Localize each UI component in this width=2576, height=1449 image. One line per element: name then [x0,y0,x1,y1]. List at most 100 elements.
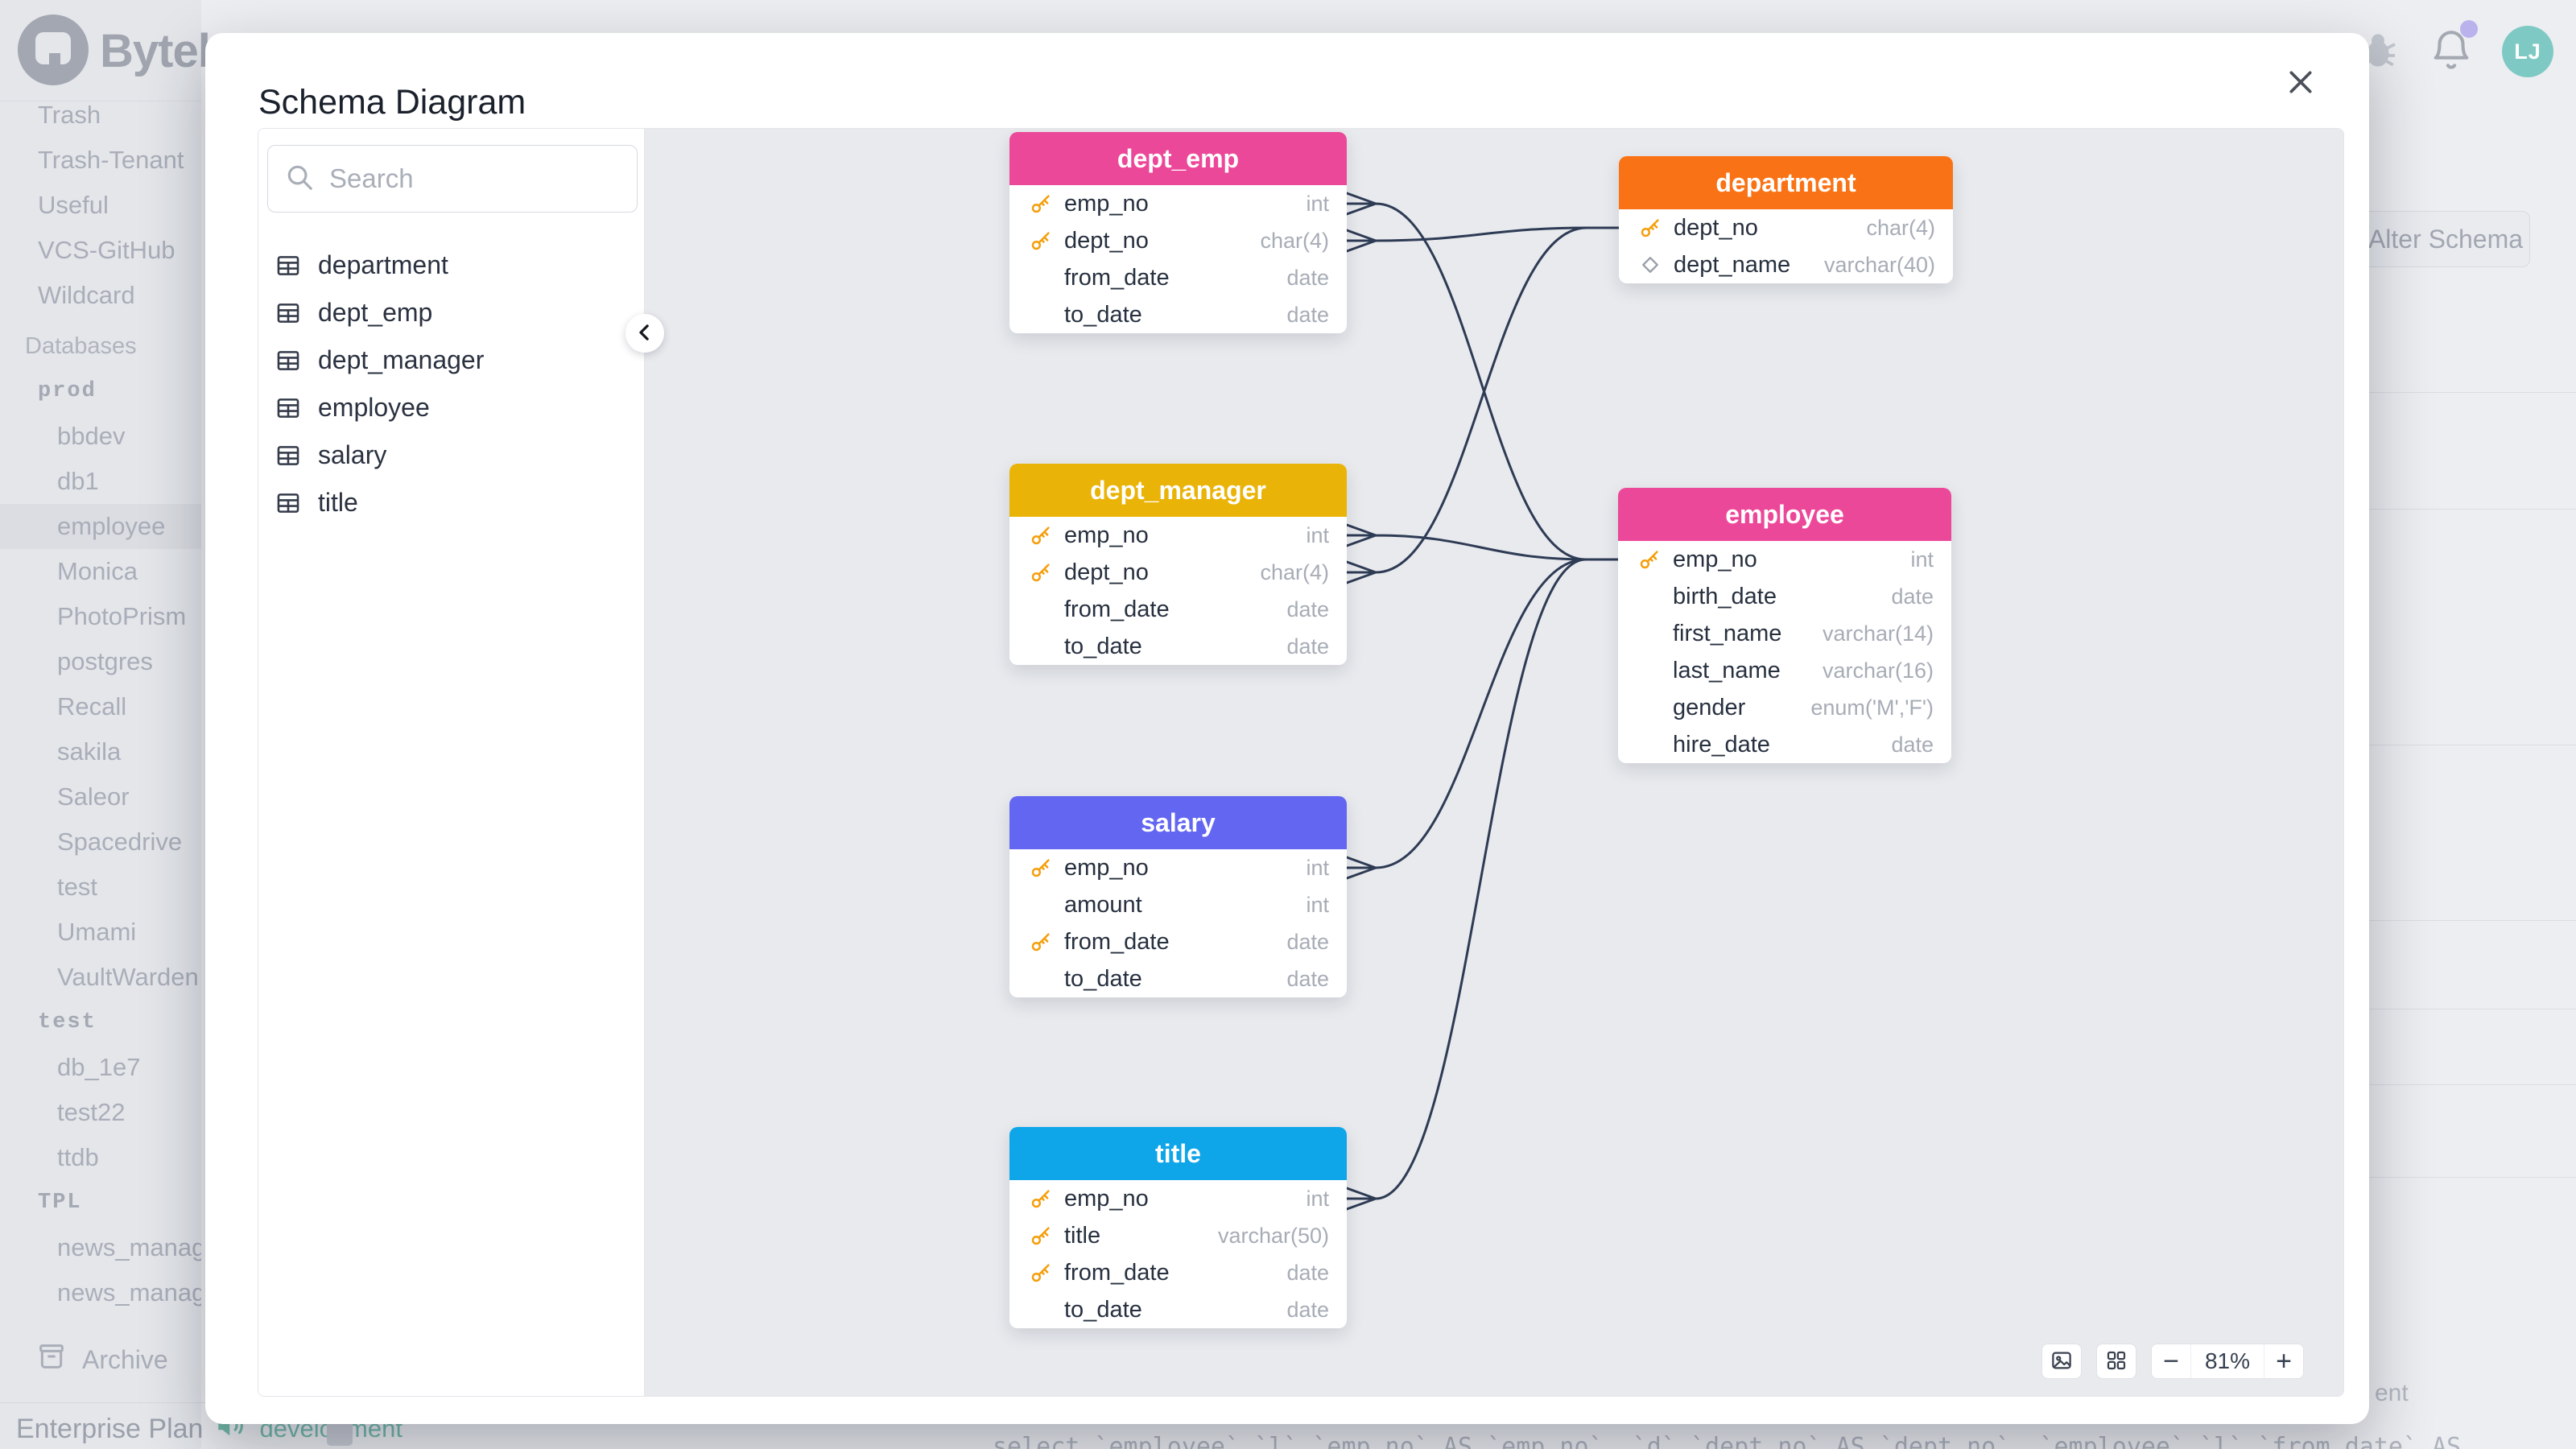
field-name: emp_no [1064,522,1149,548]
sidebar-item-db_1e7[interactable]: db_1e7 [57,1053,141,1081]
field-type: char(4) [1866,215,1935,240]
table-icon [275,299,302,327]
field-name: emp_no [1064,190,1149,217]
field-name: from_date [1064,596,1170,622]
field-spacer [1027,1296,1055,1323]
sidebar-item-postgres[interactable]: postgres [57,647,153,675]
sidebar-item-sakila[interactable]: sakila [57,737,122,766]
auto-layout-button[interactable] [2096,1344,2136,1379]
field-name: title [1064,1222,1101,1249]
sidebar-item-Wildcard[interactable]: Wildcard [38,281,135,309]
schema-diagram-body: departmentdept_empdept_manageremployeesa… [258,128,2344,1397]
table-list-item-salary[interactable]: salary [258,431,645,479]
sidebar-item-test22[interactable]: test22 [57,1098,126,1126]
sidebar [0,0,201,1449]
primary-key-icon [1027,1259,1055,1286]
field-type: date [1286,929,1329,954]
field-name: gender [1673,694,1746,720]
table-list-label: dept_emp [318,298,433,327]
field-name: to_date [1064,633,1142,659]
field-spacer [1636,657,1663,684]
sidebar-item-Useful[interactable]: Useful [38,191,109,219]
field-name: hire_date [1673,731,1770,758]
field-spacer [1027,596,1055,623]
collapse-panel-button[interactable] [625,314,664,353]
sidebar-item-VCS-GitHub[interactable]: VCS-GitHub [38,236,175,264]
field-name: from_date [1064,928,1170,955]
sidebar-item-Monica[interactable]: Monica [57,557,138,585]
sidebar-item-bbdev[interactable]: bbdev [57,422,126,450]
sidebar-item-Trash[interactable]: Trash [38,101,101,129]
field-type: varchar(14) [1822,621,1934,646]
close-icon[interactable] [2277,59,2324,105]
sidebar-env-label: TPL [38,1191,82,1215]
field-type: char(4) [1260,559,1329,584]
field-type: date [1286,966,1329,991]
sidebar-item-archive[interactable]: Archive [0,1336,201,1383]
sidebar-item-employee[interactable]: employee [0,504,201,549]
table-list-item-title[interactable]: title [258,479,645,526]
sidebar-item-news_manage[interactable]: news_manage [57,1278,201,1307]
table-header: salary [1009,796,1347,849]
field-type: int [1306,191,1329,216]
table-header: department [1619,156,1953,209]
sidebar-item-VaultWarden[interactable]: VaultWarden [57,963,199,991]
export-image-button[interactable] [2041,1344,2082,1379]
alter-schema-button[interactable]: Alter Schema [2361,211,2530,267]
table-list-item-dept_manager[interactable]: dept_manager [258,336,645,384]
sidebar-item-news_manage[interactable]: news_manage [57,1233,201,1261]
primary-key-icon [1637,214,1664,242]
sidebar-item-Saleor[interactable]: Saleor [57,782,130,811]
table-header: employee [1618,488,1951,541]
table-header: dept_emp [1009,132,1347,185]
field-spacer [1027,891,1055,919]
field-type: int [1910,547,1934,572]
sidebar-item-Umami[interactable]: Umami [57,918,137,946]
table-header: title [1009,1127,1347,1180]
search-input-wrapper [267,145,638,213]
table-header: dept_manager [1009,464,1347,517]
field-spacer [1027,633,1055,660]
notifications-bell-icon[interactable] [2428,19,2478,77]
search-input[interactable] [329,163,603,194]
zoom-in-button[interactable]: + [2264,1344,2303,1378]
background-row-border [2363,1084,2576,1085]
zoom-out-button[interactable]: − [2152,1344,2190,1378]
field-name: from_date [1064,264,1170,291]
field-type: date [1286,597,1329,621]
field-spacer [1027,965,1055,993]
notification-dot [2460,19,2478,38]
sidebar-item-test[interactable]: test [57,873,97,901]
sidebar-item-db1[interactable]: db1 [57,467,99,495]
primary-key-icon [1027,522,1055,549]
table-list-item-dept_emp[interactable]: dept_emp [258,289,645,336]
table-icon [275,347,302,374]
sidebar-item-ttdb[interactable]: ttdb [57,1143,99,1171]
search-icon [284,162,315,196]
table-icon [275,394,302,422]
sidebar-item-PhotoPrism[interactable]: PhotoPrism [57,602,187,630]
table-list-item-department[interactable]: department [258,242,645,289]
field-type: int [1306,1186,1329,1211]
field-spacer [1636,694,1663,721]
primary-key-icon [1027,190,1055,217]
sidebar-item-Trash-Tenant[interactable]: Trash-Tenant [38,146,184,174]
sidebar-item-Spacedrive[interactable]: Spacedrive [57,828,183,856]
sidebar-item-Recall[interactable]: Recall [57,692,127,720]
user-avatar[interactable]: LJ [2502,26,2553,77]
table-list-item-employee[interactable]: employee [258,384,645,431]
